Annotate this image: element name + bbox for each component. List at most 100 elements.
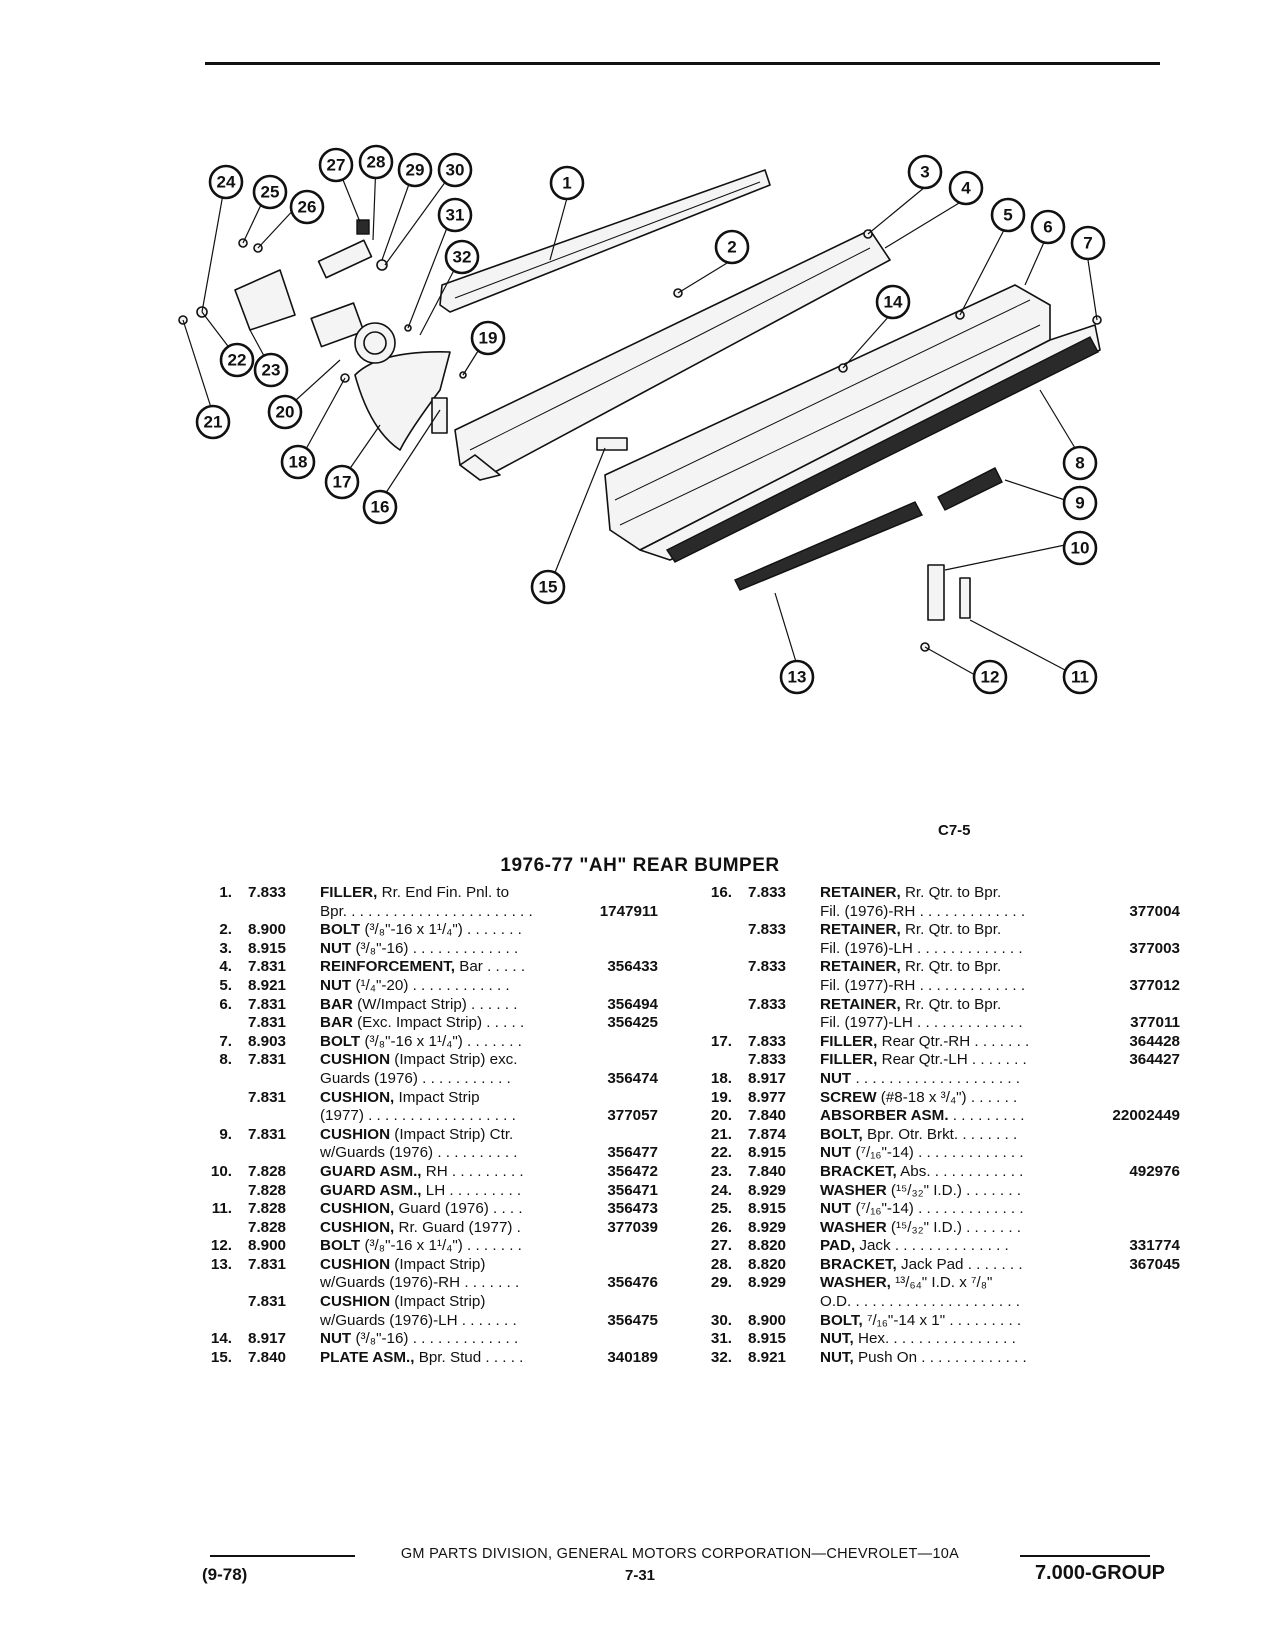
bumper-bar bbox=[604, 284, 1101, 561]
callout-label: 11 bbox=[1071, 668, 1089, 687]
part-name: BRACKET, bbox=[820, 1162, 897, 1180]
group-code: 7.831 bbox=[248, 995, 287, 1013]
group-code: 8.929 bbox=[748, 1274, 787, 1292]
group-code: 8.820 bbox=[748, 1255, 787, 1273]
part-detail: Impact Strip bbox=[394, 1088, 480, 1106]
part-description: PAD, Jack . . . . . . . . . . . . . . bbox=[820, 1237, 1009, 1256]
part-name: NUT bbox=[820, 1144, 852, 1162]
impact-strip-cushion-9 bbox=[937, 467, 1003, 511]
part-name: NUT bbox=[320, 939, 352, 957]
part-description: REINFORCEMENT, Bar . . . . . bbox=[320, 958, 525, 977]
item-number: 10. bbox=[210, 1162, 232, 1180]
item-number: 1. bbox=[219, 884, 232, 901]
footer-date: (9-78) bbox=[202, 1565, 248, 1584]
part-name: PAD, bbox=[820, 1237, 856, 1255]
group-code: 7.831 bbox=[248, 1125, 287, 1143]
item-number: 18. bbox=[710, 1069, 732, 1087]
part-name: CUSHION, bbox=[320, 1218, 395, 1236]
callout-label: 28 bbox=[367, 153, 386, 172]
item-number: 16. bbox=[710, 884, 732, 901]
part-detail: Fil. (1976)-LH . . . . . . . . . . . . . bbox=[820, 939, 1023, 957]
item-number: 2. bbox=[219, 921, 232, 939]
callout-21: 21 bbox=[195, 404, 231, 440]
part-name: BAR bbox=[320, 1014, 353, 1032]
callout-label: 1 bbox=[562, 174, 571, 193]
callout-label: 5 bbox=[1003, 206, 1012, 225]
group-code: 7.833 bbox=[748, 884, 787, 901]
part-number: 367045 bbox=[1129, 1255, 1180, 1273]
callout-8: 8 bbox=[1062, 445, 1098, 481]
part-number: 377057 bbox=[607, 1107, 658, 1125]
item-number: 12. bbox=[210, 1237, 232, 1255]
part-number: 356473 bbox=[607, 1200, 658, 1218]
group-code: 7.831 bbox=[248, 1051, 287, 1069]
callout-29: 29 bbox=[397, 152, 433, 188]
item-number: 28. bbox=[710, 1255, 732, 1273]
item-number: 21. bbox=[710, 1125, 732, 1143]
group-code: 8.921 bbox=[748, 1348, 787, 1366]
item-number: 24. bbox=[710, 1181, 732, 1199]
item-number: 14. bbox=[210, 1330, 232, 1348]
group-code: 7.828 bbox=[248, 1162, 287, 1180]
part-name: FILLER, bbox=[820, 1051, 878, 1069]
part-detail: Rr. Guard (1977) . bbox=[394, 1218, 521, 1236]
filler-panel-1 bbox=[439, 169, 771, 313]
part-description: WASHER, ¹³/₆₄" I.D. x ⁷/₈" bbox=[820, 1274, 992, 1293]
part-detail: (⁷/₁₆"-14) . . . . . . . . . . . . . bbox=[851, 1200, 1024, 1218]
part-detail: w/Guards (1976)-RH . . . . . . . bbox=[320, 1274, 520, 1292]
callout-22: 22 bbox=[219, 342, 255, 378]
part-name: FILLER, bbox=[820, 1032, 878, 1050]
callout-label: 12 bbox=[981, 668, 1000, 687]
callout-label: 16 bbox=[371, 498, 390, 517]
end-filler-16-17 bbox=[354, 351, 451, 451]
callout-23: 23 bbox=[253, 352, 289, 388]
callout-7: 7 bbox=[1070, 225, 1106, 261]
group-code: 7.831 bbox=[248, 1088, 287, 1106]
callout-32: 32 bbox=[444, 239, 480, 275]
part-name: BRACKET, bbox=[820, 1255, 897, 1273]
part-detail: Bpr. Otr. Brkt. . . . . . . . bbox=[862, 1125, 1018, 1143]
part-detail: (1977) . . . . . . . . . . . . . . . . .… bbox=[320, 1107, 516, 1125]
callout-3: 3 bbox=[907, 154, 943, 190]
part-detail: Push On . . . . . . . . . . . . . bbox=[853, 1348, 1027, 1366]
part-description: ABSORBER ASM. . . . . . . . . . bbox=[820, 1107, 1025, 1126]
part-description: (1977) . . . . . . . . . . . . . . . . .… bbox=[320, 1107, 516, 1126]
part-name: CUSHION bbox=[320, 1051, 391, 1069]
callout-18: 18 bbox=[280, 444, 316, 480]
part-detail: Rear Qtr.-LH . . . . . . . bbox=[877, 1051, 1027, 1069]
part-description: BAR (W/Impact Strip) . . . . . . bbox=[320, 996, 517, 1015]
callout-6: 6 bbox=[1030, 209, 1066, 245]
part-name: PLATE ASM., bbox=[320, 1348, 415, 1366]
part-description: NUT (⁷/₁₆"-14) . . . . . . . . . . . . . bbox=[820, 1200, 1024, 1219]
part-description: Fil. (1976)-RH . . . . . . . . . . . . . bbox=[820, 903, 1025, 922]
part-detail: Bpr. Stud . . . . . bbox=[414, 1348, 524, 1366]
callout-15: 15 bbox=[530, 569, 566, 605]
part-description: CUSHION, Guard (1976) . . . . bbox=[320, 1200, 523, 1219]
part-description: NUT (³/₈"-16) . . . . . . . . . . . . . bbox=[320, 1330, 518, 1349]
part-number: 356494 bbox=[607, 995, 658, 1013]
group-code: 7.833 bbox=[748, 921, 787, 939]
part-description: BOLT (³/₈"-16 x 1¹/₄") . . . . . . . bbox=[320, 1033, 522, 1052]
part-description: Guards (1976) . . . . . . . . . . . bbox=[320, 1070, 511, 1089]
reinforcement-bar bbox=[454, 229, 891, 481]
group-code: 7.840 bbox=[248, 1348, 287, 1366]
part-description: NUT (¹/₄"-20) . . . . . . . . . . . . bbox=[320, 977, 510, 996]
group-code: 8.903 bbox=[248, 1032, 287, 1050]
callout-label: 19 bbox=[479, 329, 498, 348]
callout-label: 26 bbox=[298, 198, 317, 217]
part-detail: (Impact Strip) Ctr. bbox=[390, 1125, 514, 1143]
